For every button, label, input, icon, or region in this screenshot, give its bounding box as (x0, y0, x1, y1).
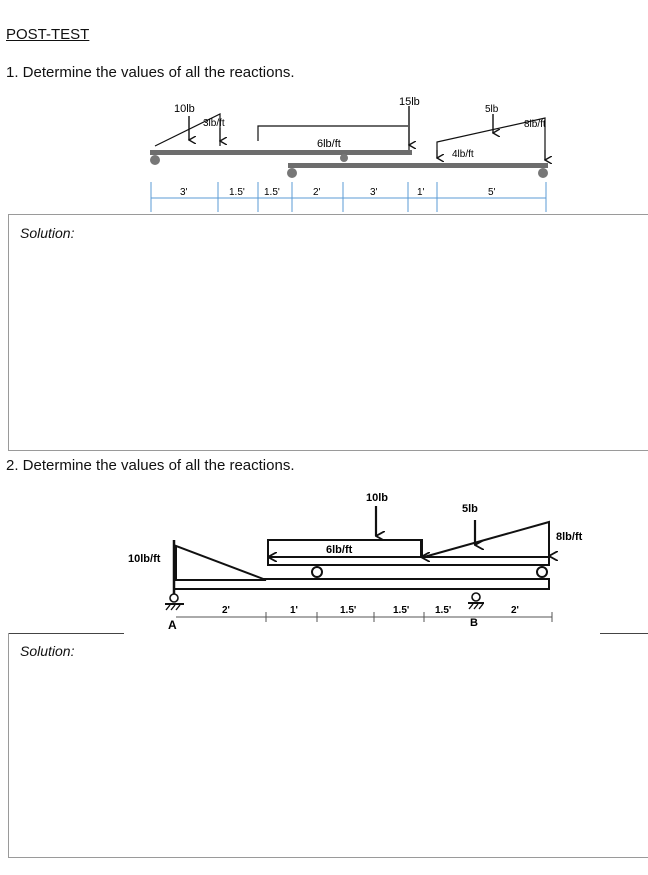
dim2-1-5ft-c: 1.5' (435, 605, 451, 616)
upper-beam (150, 150, 412, 155)
solution-box-2[interactable] (8, 633, 648, 858)
triangular-load-10lbft (175, 544, 267, 581)
dim-1ft: 1' (417, 187, 425, 198)
label-5lb: 5lb (485, 104, 499, 115)
triangular-load-8lbft (423, 520, 550, 558)
solution-label-1: Solution: (20, 225, 75, 241)
pin-support-B (471, 592, 481, 602)
support-roller-mid (287, 168, 297, 178)
support-pin-left (150, 155, 160, 165)
dim-1-5ft-a: 1.5' (229, 187, 245, 198)
page-title: POST-TEST (6, 26, 90, 43)
uniform-load-6lbft (257, 125, 408, 141)
label-8lbft-2: 8lb/ft (556, 531, 583, 543)
label-4lbft: 4lb/ft (452, 149, 474, 160)
lower-beam (288, 163, 548, 168)
label-B: B (470, 617, 478, 629)
trapezoidal-load (436, 117, 546, 160)
dim2-1-5ft-b: 1.5' (393, 605, 409, 616)
solution-box-2-top-left (8, 633, 124, 634)
hinge-roller (311, 566, 323, 578)
label-5lb-2: 5lb (462, 503, 478, 515)
dim-3ft-b: 3' (370, 187, 378, 198)
label-15lb: 15lb (399, 96, 420, 108)
dim-1-5ft-b: 1.5' (264, 187, 280, 198)
label-10lbft: 10lb/ft (128, 553, 161, 565)
question-1-prompt: 1. Determine the values of all the react… (6, 64, 295, 81)
label-3lbft: 3lb/ft (203, 118, 225, 129)
dim2-1ft: 1' (290, 605, 298, 616)
dim2-2ft-b: 2' (511, 605, 519, 616)
solution-box-2-top-right (600, 633, 648, 634)
upper-beam-2 (267, 556, 550, 566)
solution-box-1[interactable] (8, 214, 648, 451)
dim-5ft: 5' (488, 187, 496, 198)
support-roller-right (538, 168, 548, 178)
dim-3ft-a: 3' (180, 187, 188, 198)
label-A: A (168, 618, 177, 632)
right-roller (536, 566, 548, 578)
dim2-2ft-a: 2' (222, 605, 230, 616)
label-6lbft-2: 6lb/ft (326, 544, 353, 556)
solution-label-2: Solution: (20, 643, 75, 659)
label-8lbft: 8lb/ft (524, 119, 546, 130)
dim2-1-5ft-a: 1.5' (340, 605, 356, 616)
dim-2ft: 2' (313, 187, 321, 198)
label-10lb: 10lb (174, 103, 195, 115)
label-6lbft: 6lb/ft (317, 138, 341, 150)
label-10lb-2: 10lb (366, 492, 388, 504)
question-2-prompt: 2. Determine the values of all the react… (6, 457, 295, 474)
hinge-pin (340, 154, 348, 162)
